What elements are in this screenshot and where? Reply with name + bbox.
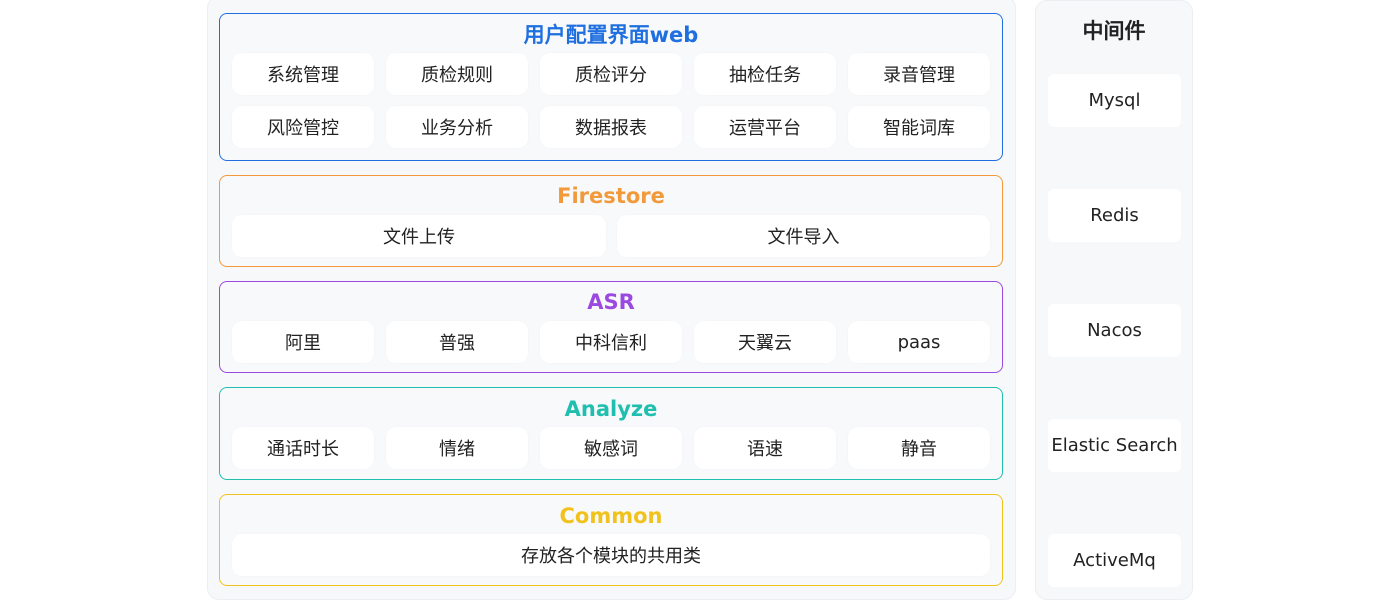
middleware-item-nacos: Nacos <box>1048 304 1181 357</box>
middleware-title: 中间件 <box>1082 19 1146 43</box>
analyze-item-sensitive-words: 敏感词 <box>540 427 682 469</box>
asr-item-tianyi-cloud: 天翼云 <box>694 321 836 363</box>
firestore-item-file-import: 文件导入 <box>617 215 990 257</box>
web-item-smart-lexicon: 智能词库 <box>848 106 990 148</box>
asr-item-zhongke-xinli: 中科信利 <box>540 321 682 363</box>
layer-web-title: 用户配置界面web <box>523 23 699 47</box>
layer-asr-title: ASR <box>587 290 635 314</box>
middleware-item-activemq: ActiveMq <box>1048 534 1181 587</box>
asr-item-puqiang: 普强 <box>386 321 528 363</box>
web-item-system-management: 系统管理 <box>232 53 374 95</box>
layer-analyze-title: Analyze <box>564 397 658 421</box>
web-item-data-reports: 数据报表 <box>540 106 682 148</box>
web-item-operations-platform: 运营平台 <box>694 106 836 148</box>
layer-common-title: Common <box>559 504 663 528</box>
middleware-item-redis: Redis <box>1048 189 1181 242</box>
common-item-shared-classes: 存放各个模块的共用类 <box>232 534 990 576</box>
web-item-qc-scoring: 质检评分 <box>540 53 682 95</box>
asr-item-ali: 阿里 <box>232 321 374 363</box>
web-item-risk-control: 风险管控 <box>232 106 374 148</box>
firestore-item-file-upload: 文件上传 <box>232 215 606 257</box>
analyze-item-emotion: 情绪 <box>386 427 528 469</box>
asr-item-paas: paas <box>848 321 990 363</box>
analyze-item-speech-rate: 语速 <box>694 427 836 469</box>
web-item-recording-management: 录音管理 <box>848 53 990 95</box>
layer-firestore-title: Firestore <box>557 184 665 208</box>
analyze-item-silence: 静音 <box>848 427 990 469</box>
middleware-item-mysql: Mysql <box>1048 74 1181 127</box>
web-item-qc-rules: 质检规则 <box>386 53 528 95</box>
web-item-business-analysis: 业务分析 <box>386 106 528 148</box>
web-item-spot-check-tasks: 抽检任务 <box>694 53 836 95</box>
middleware-item-elastic-search: Elastic Search <box>1048 419 1181 472</box>
analyze-item-call-duration: 通话时长 <box>232 427 374 469</box>
